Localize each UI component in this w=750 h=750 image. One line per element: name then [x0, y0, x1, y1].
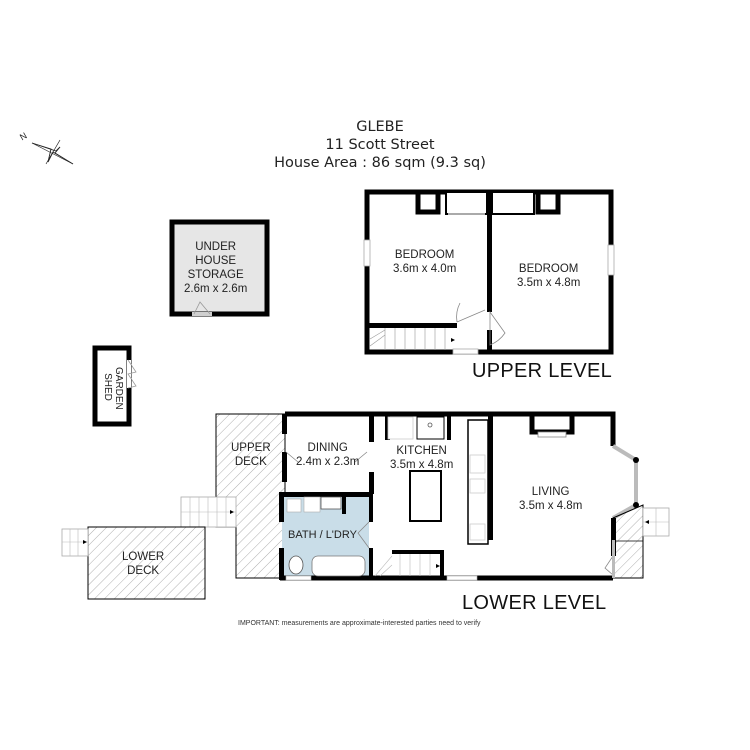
bedroom-1-label: BEDROOM 3.6m x 4.0m [393, 249, 457, 275]
lower-level-label: LOWER LEVEL [462, 592, 607, 614]
storage-size: 2.6m x 2.6m [184, 283, 248, 295]
disclaimer-note: IMPORTANT: measurements are approximate-… [238, 620, 481, 627]
bedroom-2-size: 3.5m x 4.8m [517, 277, 581, 289]
lower-deck-label: LOWER DECK [122, 551, 165, 577]
upper-level-label: UPPER LEVEL [472, 360, 613, 382]
title-block: GLEBE 11 Scott Street House Area : 86 sq… [200, 118, 560, 172]
svg-text:N: N [18, 130, 29, 142]
kitchen-size: 3.5m x 4.8m [390, 459, 454, 471]
storage-label: UNDER HOUSE STORAGE 2.6m x 2.6m [184, 241, 248, 295]
dining-label: DINING 2.4m x 2.3m [296, 442, 360, 468]
upper-deck-label: UPPER DECK [231, 442, 271, 468]
address: 11 Scott Street [325, 137, 435, 153]
bath-laundry-label: BATH / L'DRY [288, 529, 357, 541]
garden-shed-label: GARDEN SHED [102, 367, 124, 410]
lower-level-plan [279, 411, 670, 581]
upper-level-plan [363, 189, 615, 355]
living-label: LIVING 3.5m x 4.8m [519, 486, 583, 512]
dining-size: 2.4m x 2.3m [296, 456, 360, 468]
living-size: 3.5m x 4.8m [519, 500, 583, 512]
house-area: House Area : 86 sqm (9.3 sq) [274, 155, 486, 171]
bedroom-2-label: BEDROOM 3.5m x 4.8m [517, 263, 581, 289]
under-house-storage [169, 219, 270, 317]
north-arrow-icon: N [18, 130, 74, 165]
decks [61, 413, 286, 600]
suburb-title: GLEBE [356, 119, 404, 135]
garden-shed [92, 345, 137, 427]
kitchen-label: KITCHEN 3.5m x 4.8m [390, 445, 454, 471]
bedroom-1-size: 3.6m x 4.0m [393, 263, 457, 275]
